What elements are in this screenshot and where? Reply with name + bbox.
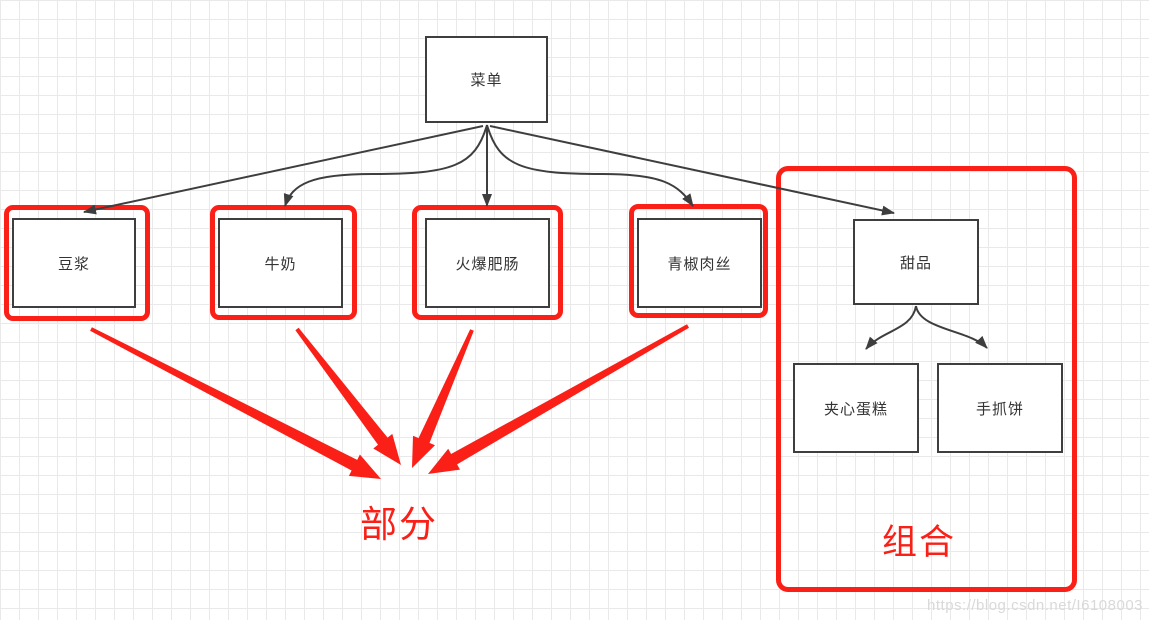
part-highlight-box-soymilk <box>4 205 150 321</box>
part-arrow-from-milk <box>295 327 401 465</box>
node-soymilk: 豆浆 <box>12 218 136 308</box>
edge-menu-to-soymilk <box>83 125 484 215</box>
node-milk-label: 牛奶 <box>264 255 297 273</box>
node-sandwich-cake-label: 夹心蛋糕 <box>823 400 888 418</box>
part-highlight-box-intestine <box>412 205 563 320</box>
node-dessert-label: 甜品 <box>899 254 932 272</box>
watermark-url: https://blog.csdn.net/I6108003 <box>927 597 1143 614</box>
node-pepper-pork-label: 青椒肉丝 <box>667 255 732 273</box>
node-spicy-intestine: 火爆肥肠 <box>425 218 550 308</box>
node-menu-label: 菜单 <box>470 72 503 89</box>
node-milk: 牛奶 <box>218 218 343 308</box>
node-hand-pancake: 手抓饼 <box>937 363 1063 453</box>
node-pepper-pork: 青椒肉丝 <box>637 218 762 308</box>
part-arrow-from-intestine <box>412 329 474 468</box>
node-soymilk-label: 豆浆 <box>57 255 90 273</box>
node-hand-pancake-label: 手抓饼 <box>975 400 1024 418</box>
edge-menu-to-milk <box>283 124 488 207</box>
composite-group-box <box>776 166 1077 592</box>
node-spicy-intestine-label: 火爆肥肠 <box>455 255 520 273</box>
node-sandwich-cake: 夹心蛋糕 <box>793 363 919 453</box>
node-menu: 菜单 <box>425 36 548 123</box>
node-dessert: 甜品 <box>853 219 979 305</box>
part-arrow-from-pepperpork <box>428 324 689 474</box>
edge-menu-to-pepperpork <box>486 124 694 207</box>
part-annotation-label: 部分 <box>360 504 438 545</box>
part-arrow-from-soymilk <box>90 327 381 479</box>
composite-annotation-label: 组合 <box>882 523 957 562</box>
